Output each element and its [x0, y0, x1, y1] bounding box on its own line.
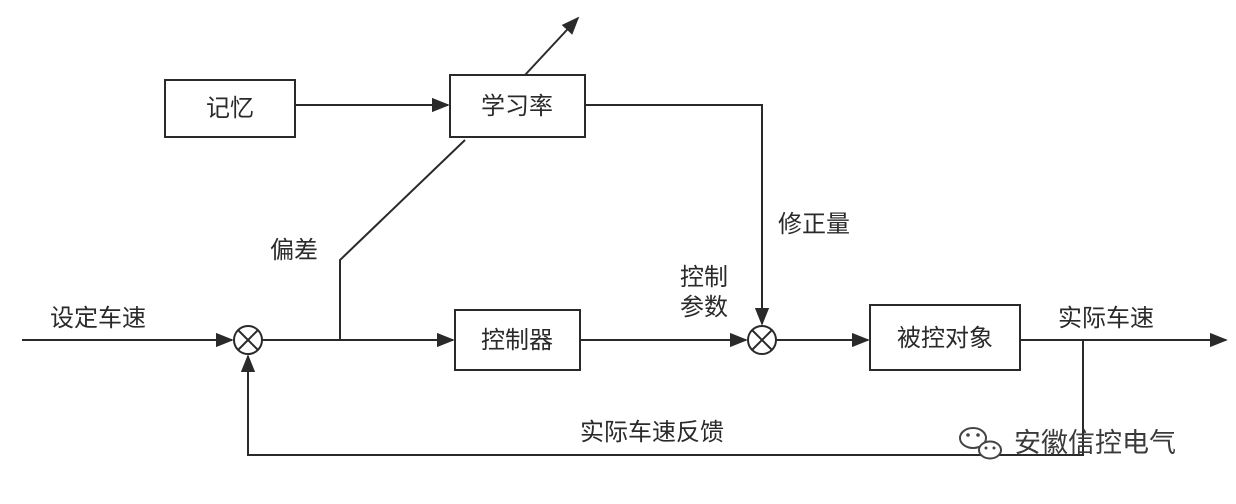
correction-label: 修正量 — [778, 210, 850, 238]
control-params-label: 控制 参数 — [680, 263, 728, 321]
plant-block — [869, 304, 1021, 371]
actual-speed-label: 实际车速 — [1058, 304, 1154, 332]
error-branch-line — [339, 139, 466, 340]
correction-arrow — [585, 104, 770, 326]
adaptive-diagonal-arrow — [524, 16, 580, 76]
summing-junction-input — [233, 325, 263, 355]
memory-block — [164, 79, 296, 138]
setpoint-label: 设定车速 — [50, 304, 146, 332]
plant-label: 被控对象 — [897, 324, 993, 352]
summing-junction-parameter — [747, 325, 777, 355]
memory-label: 记忆 — [206, 94, 254, 122]
feedback-label: 实际车速反馈 — [580, 418, 724, 446]
feedback-loop-arrow — [240, 340, 1084, 456]
error-label: 偏差 — [270, 236, 318, 264]
learning-rate-label: 学习率 — [481, 92, 553, 120]
controller-label: 控制器 — [481, 326, 553, 354]
watermark-text: 安徽信控电气 — [1014, 428, 1176, 459]
wechat-icon — [959, 427, 1002, 460]
